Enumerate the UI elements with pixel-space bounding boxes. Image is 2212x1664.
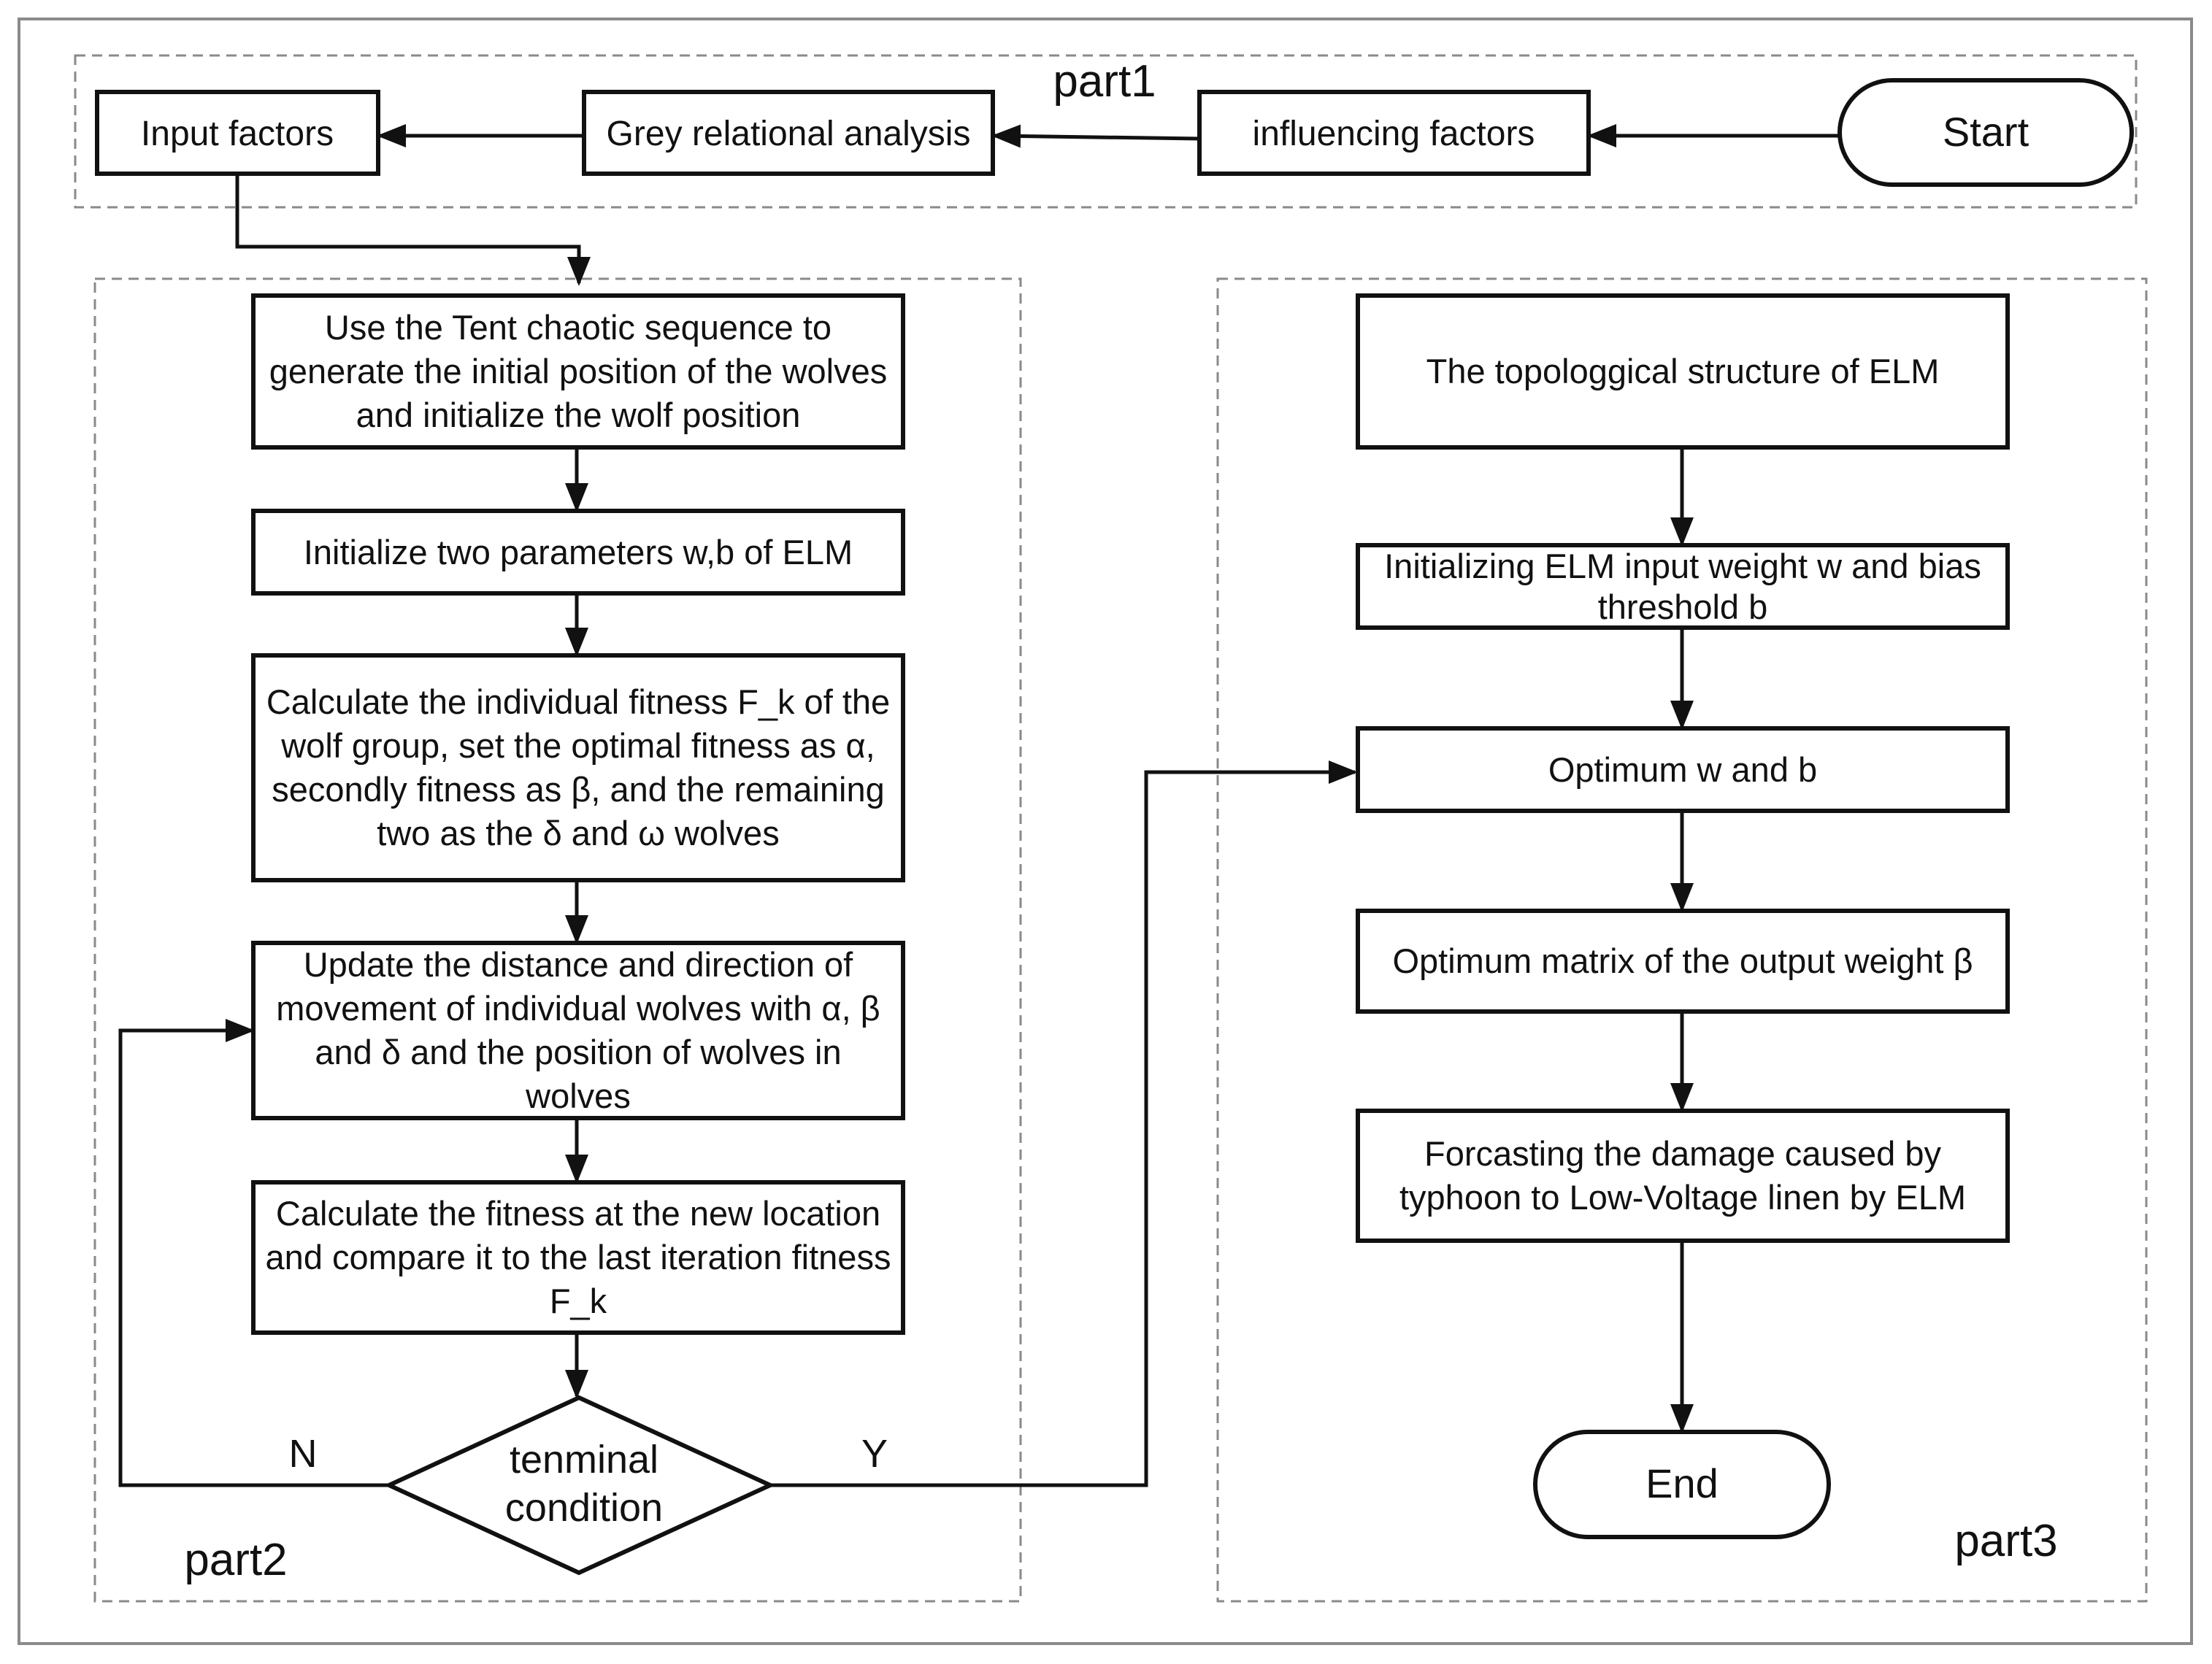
part3-label: part3 <box>1954 1516 2057 1566</box>
calc-fitness-box <box>251 653 905 882</box>
init-elm-box <box>1356 543 2010 630</box>
tent-sequence-box <box>251 293 905 450</box>
optimum-wb-label: Optimum w and b <box>1548 750 1818 789</box>
no-label: N <box>289 1432 318 1476</box>
update-wolves-label: Update the distance and direction of mov… <box>276 945 880 1115</box>
update-wolves-box <box>251 941 905 1120</box>
grey-relational-label: Grey relational analysis <box>607 115 971 153</box>
grey-relational-box <box>582 90 995 176</box>
terminal-condition-diamond <box>383 1395 776 1576</box>
input-factors-label: Input factors <box>141 115 334 153</box>
optimum-matrix-label: Optimum matrix of the output weight β <box>1392 941 1973 980</box>
init-params-box <box>251 509 905 596</box>
topology-label: The topologgical structure of ELM <box>1426 352 1940 390</box>
decision-line1: tenminal <box>510 1438 658 1482</box>
calc-new-fitness-box <box>251 1180 905 1335</box>
calc-new-fitness-label: Calculate the fitness at the new locatio… <box>265 1194 891 1320</box>
part1-label: part1 <box>1053 56 1156 107</box>
arrow-influencing-grey <box>991 124 1200 148</box>
part2-group <box>93 277 1022 1603</box>
start-label: Start <box>1943 109 2029 155</box>
start-terminal <box>1837 78 2134 187</box>
arrow-yes-optimum <box>770 760 1358 1487</box>
init-params-label: Initialize two parameters w,b of ELM <box>303 532 853 571</box>
forecast-box <box>1356 1109 2010 1243</box>
influencing-factors-label: influencing factors <box>1253 115 1535 153</box>
forecast-label: Forcasting the damage caused by typhoon … <box>1399 1134 1966 1217</box>
end-label: End <box>1645 1460 1718 1506</box>
calc-fitness-label: Calculate the individual fitness F_k of … <box>266 682 891 852</box>
part2-label: part2 <box>184 1535 287 1585</box>
tent-sequence-label: Use the Tent chaotic sequence to generat… <box>269 308 888 434</box>
arrow-no-loop <box>118 1019 389 1487</box>
yes-label: Y <box>861 1432 888 1476</box>
arrow-input-tent <box>235 174 591 286</box>
part1-group <box>74 54 2138 209</box>
decision-line2: condition <box>505 1486 663 1530</box>
topology-box <box>1356 293 2010 450</box>
init-elm-label: Initializing ELM input weight w and bias… <box>1384 546 1981 626</box>
